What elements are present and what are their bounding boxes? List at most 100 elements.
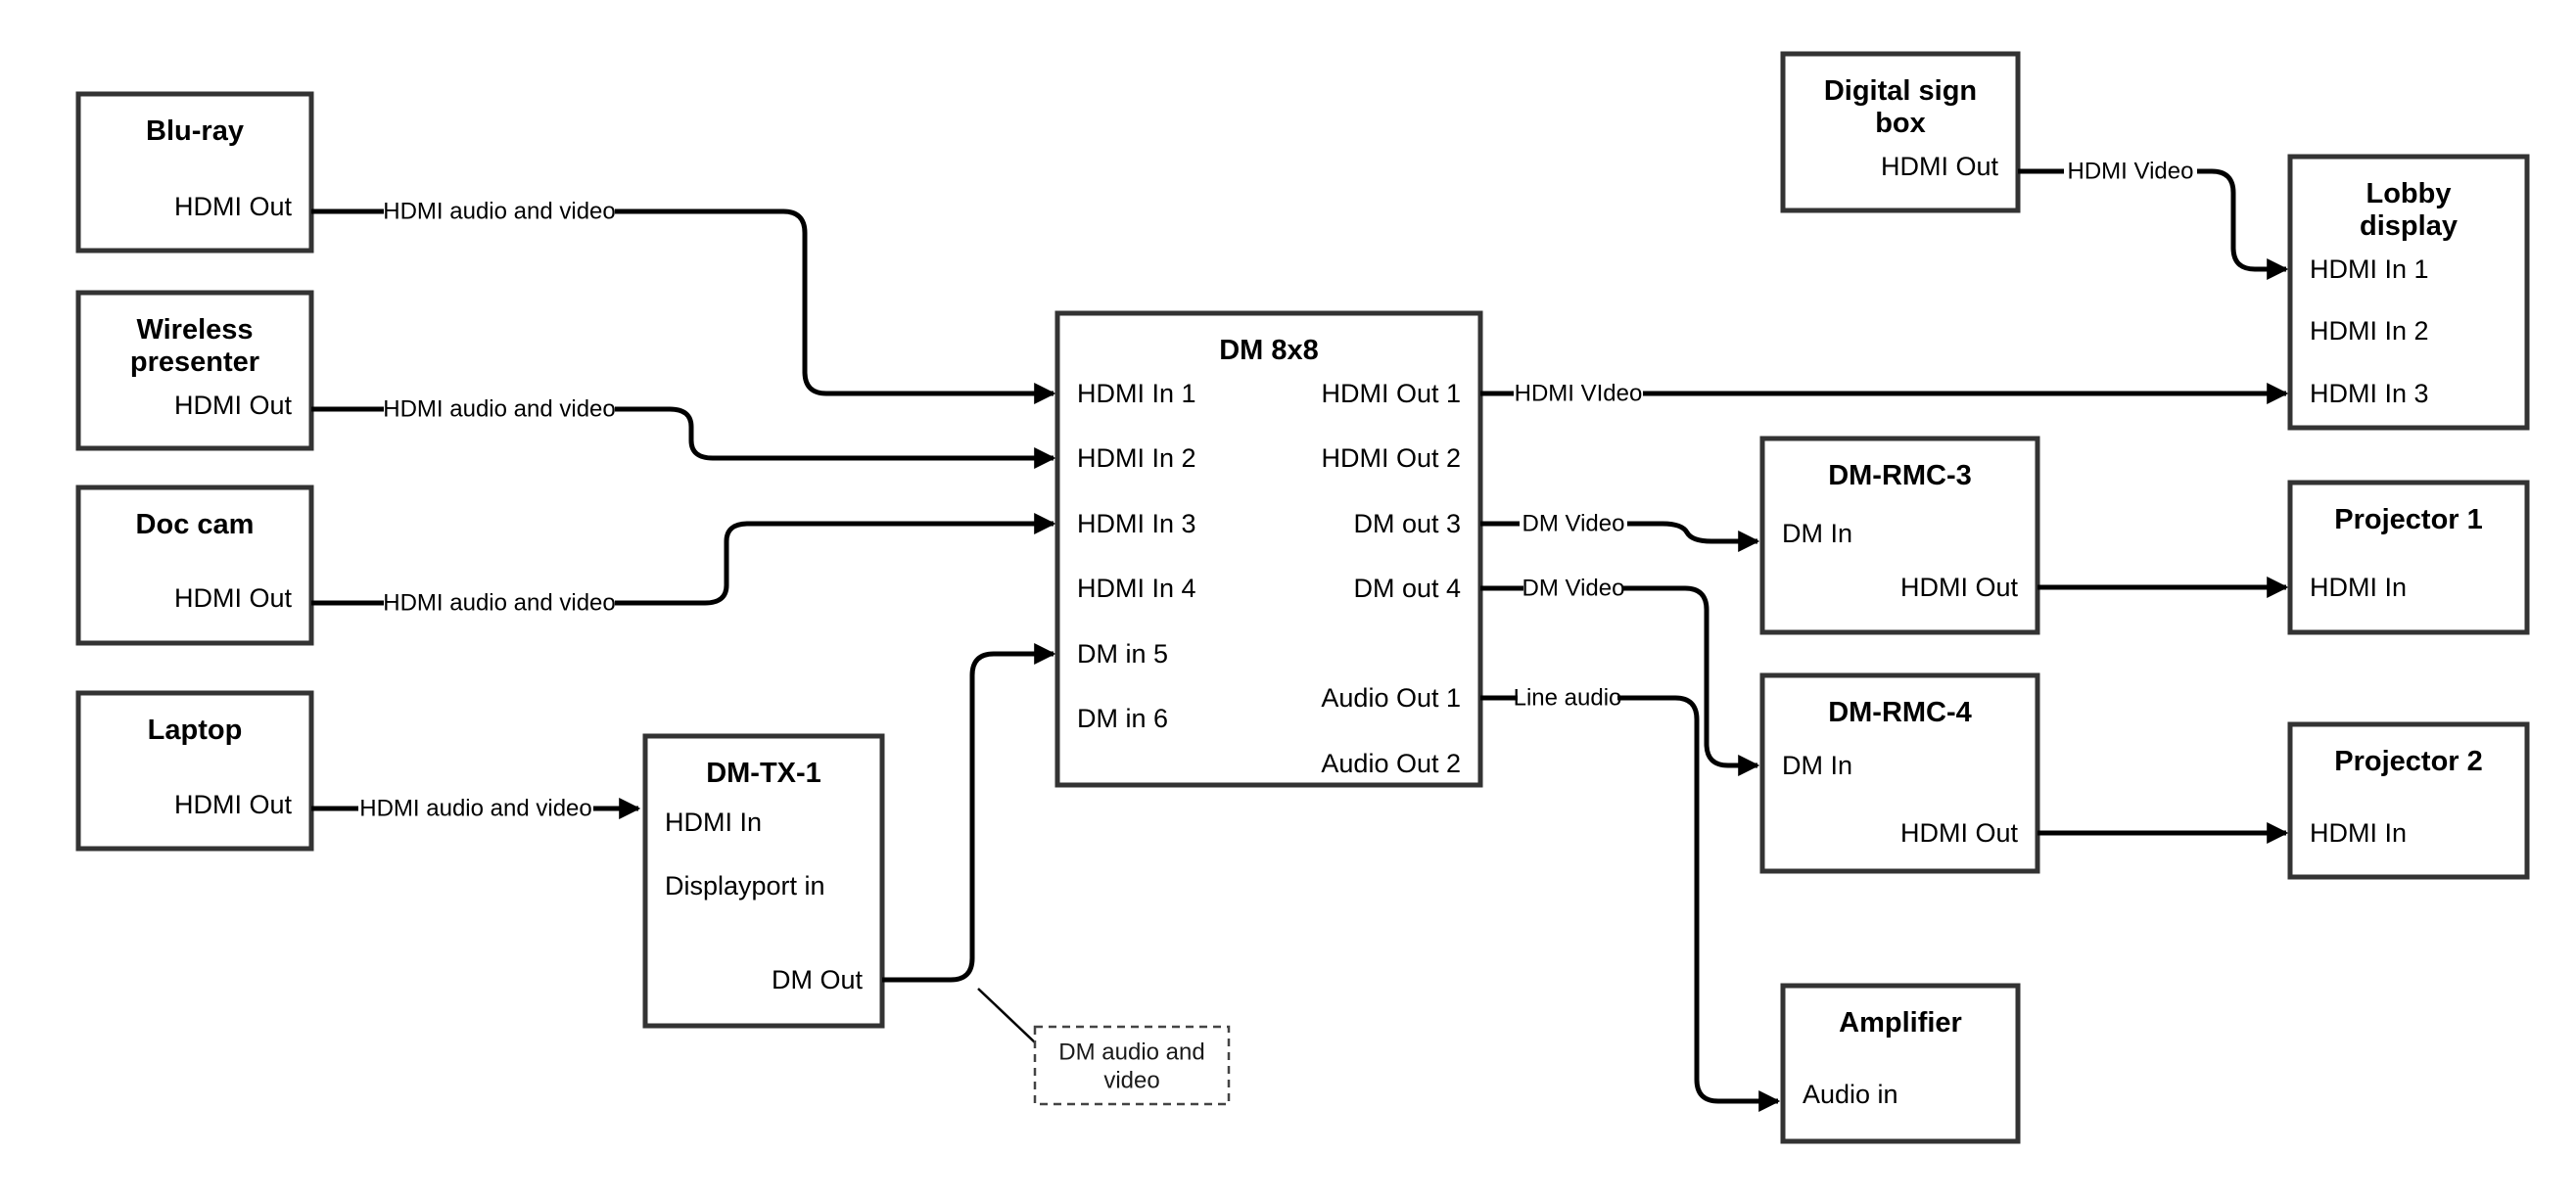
node-lobby-display-box (2287, 154, 2530, 431)
node-digital-sign-box-title-line-2: box (1875, 108, 1926, 139)
node-dm-rmc-3-title-line-1: DM-RMC-3 (1828, 460, 1972, 491)
note-text-line-1: DM audio and (1058, 1039, 1204, 1066)
edge-wireless-to-hdmi-in-2-line (615, 406, 1056, 470)
edge-hdmi-out-1-to-lobby-in-3-label: HDMI VIdeo (1515, 381, 1643, 407)
node-dm-8x8-port-dm-out-3: DM out 3 (1353, 509, 1461, 538)
node-dm-8x8-port-hdmi-out-1: HDMI Out 1 (1321, 379, 1461, 408)
node-dm-8x8-port-hdmi-in-4: HDMI In 4 (1077, 574, 1196, 603)
edge-dm-out-4-to-dm-rmc-4-label: DM Video (1522, 576, 1625, 602)
node-dm-8x8-port-dm-in-5: DM in 5 (1077, 639, 1168, 669)
node-dm-8x8-port-dm-out-4: DM out 4 (1353, 574, 1461, 603)
edge-dm-out-4-to-dm-rmc-4-line (1623, 585, 1760, 777)
node-projector-2-box (2287, 721, 2530, 880)
edge-doc-cam-to-hdmi-in-3: HDMI audio and video (311, 512, 1056, 617)
node-dm-tx-1-box (642, 733, 885, 1029)
node-lobby-display-title-line-2: display (2360, 210, 2458, 242)
node-dm-rmc-4-port-hdmi-out: HDMI Out (1900, 818, 2019, 848)
node-dm-rmc-3-port-dm-in: DM In (1782, 519, 1852, 548)
edge-dm-out-4-to-dm-rmc-4: DM Video (1480, 576, 1760, 777)
edge-audio-out-1-to-amplifier-line (1617, 695, 1781, 1113)
node-laptop-title-line-1: Laptop (148, 715, 243, 746)
node-doc-cam-port-hdmi-out: HDMI Out (174, 583, 293, 613)
node-blu-ray-port-hdmi-out: HDMI Out (174, 192, 293, 221)
edge-wireless-to-hdmi-in-2-label: HDMI audio and video (383, 396, 615, 423)
node-projector-2: Projector 2 HDMI In (2287, 721, 2530, 880)
node-doc-cam-box (75, 485, 314, 646)
node-dm-8x8-port-audio-out-2: Audio Out 2 (1321, 749, 1461, 778)
node-digital-sign-box-box (1780, 51, 2021, 213)
node-dm-tx-1-port-dm-out: DM Out (772, 965, 864, 994)
node-projector-2-port-hdmi-in: HDMI In (2310, 818, 2407, 848)
node-lobby-display-port-hdmi-in-3: HDMI In 3 (2310, 379, 2429, 408)
note-leader-line (977, 988, 1037, 1044)
node-amplifier-box (1780, 983, 2021, 1144)
node-projector-1-port-hdmi-in: HDMI In (2310, 573, 2407, 602)
edge-dm-tx-1-to-dm-in-5 (882, 642, 1056, 983)
node-projector-2-title-line-1: Projector 2 (2334, 746, 2483, 777)
edge-digital-sign-to-lobby-in-1-line (2197, 168, 2289, 281)
node-wireless-presenter-port-hdmi-out: HDMI Out (174, 391, 293, 420)
note-box (1033, 1025, 1231, 1106)
edge-dm-out-3-to-dm-rmc-3-label: DM Video (1522, 511, 1625, 537)
node-dm-tx-1-title-line-1: DM-TX-1 (706, 758, 821, 789)
node-projector-1-box (2287, 480, 2530, 635)
node-projector-1-title-line-1: Projector 1 (2334, 504, 2483, 535)
node-dm-8x8-title-line-1: DM 8x8 (1219, 335, 1319, 366)
edge-dm-out-3-to-dm-rmc-3: DM Video (1480, 511, 1760, 553)
node-dm-8x8-port-hdmi-out-2: HDMI Out 2 (1321, 443, 1461, 473)
edge-laptop-to-dm-tx-1-label: HDMI audio and video (359, 796, 591, 822)
node-dm-rmc-3: DM-RMC-3 DM In HDMI Out (1759, 436, 2040, 635)
node-lobby-display-port-hdmi-in-1: HDMI In 1 (2310, 254, 2429, 284)
node-doc-cam-title-line-1: Doc cam (136, 509, 255, 540)
node-lobby-display-port-hdmi-in-2: HDMI In 2 (2310, 316, 2429, 346)
node-dm-rmc-4: DM-RMC-4 DM In HDMI Out (1759, 672, 2040, 874)
edge-laptop-to-dm-tx-1: HDMI audio and video (311, 796, 641, 822)
node-amplifier-port-audio-in: Audio in (1803, 1080, 1898, 1109)
edge-doc-cam-to-hdmi-in-3-label: HDMI audio and video (383, 590, 615, 617)
node-amplifier-title-line-1: Amplifier (1839, 1007, 1962, 1039)
node-dm-rmc-4-box (1759, 672, 2040, 874)
edge-audio-out-1-to-amplifier: Line audio (1480, 685, 1781, 1113)
node-digital-sign-box-title-line-1: Digital sign (1824, 75, 1977, 107)
node-dm-rmc-4-port-dm-in: DM In (1782, 751, 1852, 780)
node-wireless-presenter-box (75, 290, 314, 451)
node-dm-rmc-3-port-hdmi-out: HDMI Out (1900, 573, 2019, 602)
edge-audio-out-1-to-amplifier-label: Line audio (1514, 685, 1622, 712)
node-wireless-presenter-title-line-1: Wireless (136, 314, 253, 346)
edge-digital-sign-to-lobby-in-1-label: HDMI Video (2068, 159, 2194, 185)
node-dm-8x8-box (1054, 310, 1483, 788)
edge-doc-cam-to-hdmi-in-3-line (615, 512, 1056, 606)
note-text-line-2: video (1103, 1068, 1159, 1094)
node-lobby-display-title-line-1: Lobby (2366, 178, 2452, 209)
node-laptop-box (75, 690, 314, 852)
node-dm-8x8-port-hdmi-in-2: HDMI In 2 (1077, 443, 1196, 473)
node-wireless-presenter-title-line-2: presenter (130, 346, 259, 378)
node-dm-tx-1-port-hdmi-in: HDMI In (665, 808, 762, 837)
node-dm-rmc-3-box (1759, 436, 2040, 635)
node-dm-8x8-port-hdmi-in-3: HDMI In 3 (1077, 509, 1196, 538)
node-dm-8x8-port-audio-out-1: Audio Out 1 (1321, 683, 1461, 713)
node-dm-rmc-4-title-line-1: DM-RMC-4 (1828, 697, 1972, 728)
edge-dm-out-3-to-dm-rmc-3-line (1627, 521, 1760, 553)
node-dm-8x8-port-dm-in-6: DM in 6 (1077, 704, 1168, 733)
edge-digital-sign-to-lobby-in-1: HDMI Video (2018, 159, 2289, 281)
edge-blu-ray-to-hdmi-in-1: HDMI audio and video (311, 199, 1056, 405)
node-blu-ray-box (75, 91, 314, 254)
edge-hdmi-out-1-to-lobby-in-3: HDMI VIdeo (1480, 381, 2289, 407)
node-dm-tx-1-port-displayport-in: Displayport in (665, 871, 825, 901)
node-laptop-port-hdmi-out: HDMI Out (174, 790, 293, 819)
node-digital-sign-box-port-hdmi-out: HDMI Out (1881, 152, 1999, 181)
node-projector-1: Projector 1 HDMI In (2287, 480, 2530, 635)
